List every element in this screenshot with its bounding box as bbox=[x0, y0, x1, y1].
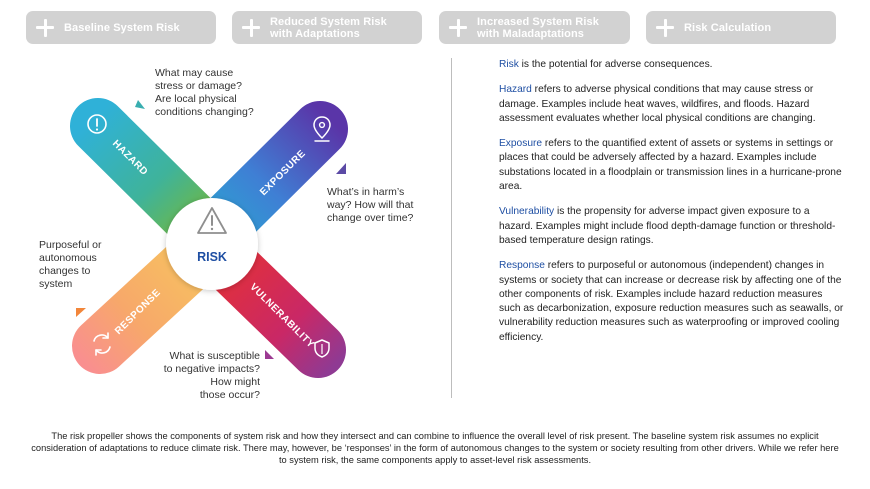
definition-response: Response refers to purposeful or autonom… bbox=[499, 259, 844, 345]
plus-icon bbox=[36, 18, 54, 37]
definition-text: refers to the quantified extent of asset… bbox=[499, 138, 842, 193]
risk-center-label: RISK bbox=[197, 250, 227, 264]
definition-risk: Risk is the potential for adverse conseq… bbox=[499, 58, 844, 72]
figure-caption: The risk propeller shows the components … bbox=[31, 431, 839, 465]
tab-risk-calculation[interactable]: Risk Calculation bbox=[646, 11, 836, 44]
tab-label: Risk Calculation bbox=[684, 21, 772, 34]
tab-baseline-system-risk[interactable]: Baseline System Risk bbox=[26, 11, 216, 44]
plus-icon bbox=[449, 18, 467, 37]
exposure-question: What’s in harm’s way? How will that chan… bbox=[327, 186, 414, 224]
definition-vulnerability: Vulnerability is the propensity for adve… bbox=[499, 205, 844, 248]
tab-increased-system-risk[interactable]: Increased System Risk with Maladaptation… bbox=[439, 11, 630, 44]
exclamation-circle-icon bbox=[87, 114, 107, 134]
vulnerability-corner-marker bbox=[265, 350, 274, 359]
definition-exposure: Exposure refers to the quantified extent… bbox=[499, 137, 844, 194]
plus-icon bbox=[656, 18, 674, 37]
hazard-corner-marker bbox=[135, 100, 145, 109]
response-corner-marker bbox=[76, 308, 86, 317]
tab-reduced-system-risk[interactable]: Reduced System Risk with Adaptations bbox=[232, 11, 422, 44]
risk-center: RISK bbox=[166, 198, 258, 290]
definition-term: Exposure bbox=[499, 138, 543, 150]
definition-text: is the propensity for adverse impact giv… bbox=[499, 206, 836, 246]
definition-text: is the potential for adverse consequence… bbox=[518, 59, 713, 70]
location-pin-icon bbox=[313, 116, 331, 142]
warning-triangle-icon bbox=[197, 207, 227, 234]
definition-hazard: Hazard refers to adverse physical condit… bbox=[499, 83, 844, 126]
vulnerability-question: What is susceptible to negative impacts?… bbox=[163, 350, 260, 401]
risk-propeller-diagram: EXPOSURE RESPONSE HAZARD VULNERABILITY bbox=[0, 50, 450, 420]
definition-term: Risk bbox=[499, 59, 519, 70]
definition-term: Hazard bbox=[499, 84, 532, 96]
tab-label: Reduced System Risk with Adaptations bbox=[270, 15, 387, 40]
definitions-panel: Risk is the potential for adverse conseq… bbox=[499, 58, 844, 356]
exposure-corner-marker bbox=[336, 163, 346, 174]
tab-label: Baseline System Risk bbox=[64, 21, 180, 34]
definition-text: refers to adverse physical conditions th… bbox=[499, 84, 816, 124]
plus-icon bbox=[242, 18, 260, 37]
shield-icon bbox=[314, 339, 330, 358]
hazard-question: What may cause stress or damage? Are loc… bbox=[155, 67, 254, 118]
definition-term: Vulnerability bbox=[499, 206, 555, 218]
vertical-divider bbox=[451, 58, 452, 398]
definition-text: refers to purposeful or autonomous (inde… bbox=[499, 260, 844, 343]
response-question: Purposeful or autonomous changes to syst… bbox=[39, 239, 102, 290]
definition-term: Response bbox=[499, 260, 545, 272]
tab-label: Increased System Risk with Maladaptation… bbox=[477, 15, 599, 40]
scenario-tabs: Baseline System Risk Reduced System Risk… bbox=[0, 0, 870, 46]
risk-propeller-graphic: EXPOSURE RESPONSE HAZARD VULNERABILITY bbox=[70, 98, 348, 378]
cycle-arrows-icon bbox=[93, 332, 111, 356]
